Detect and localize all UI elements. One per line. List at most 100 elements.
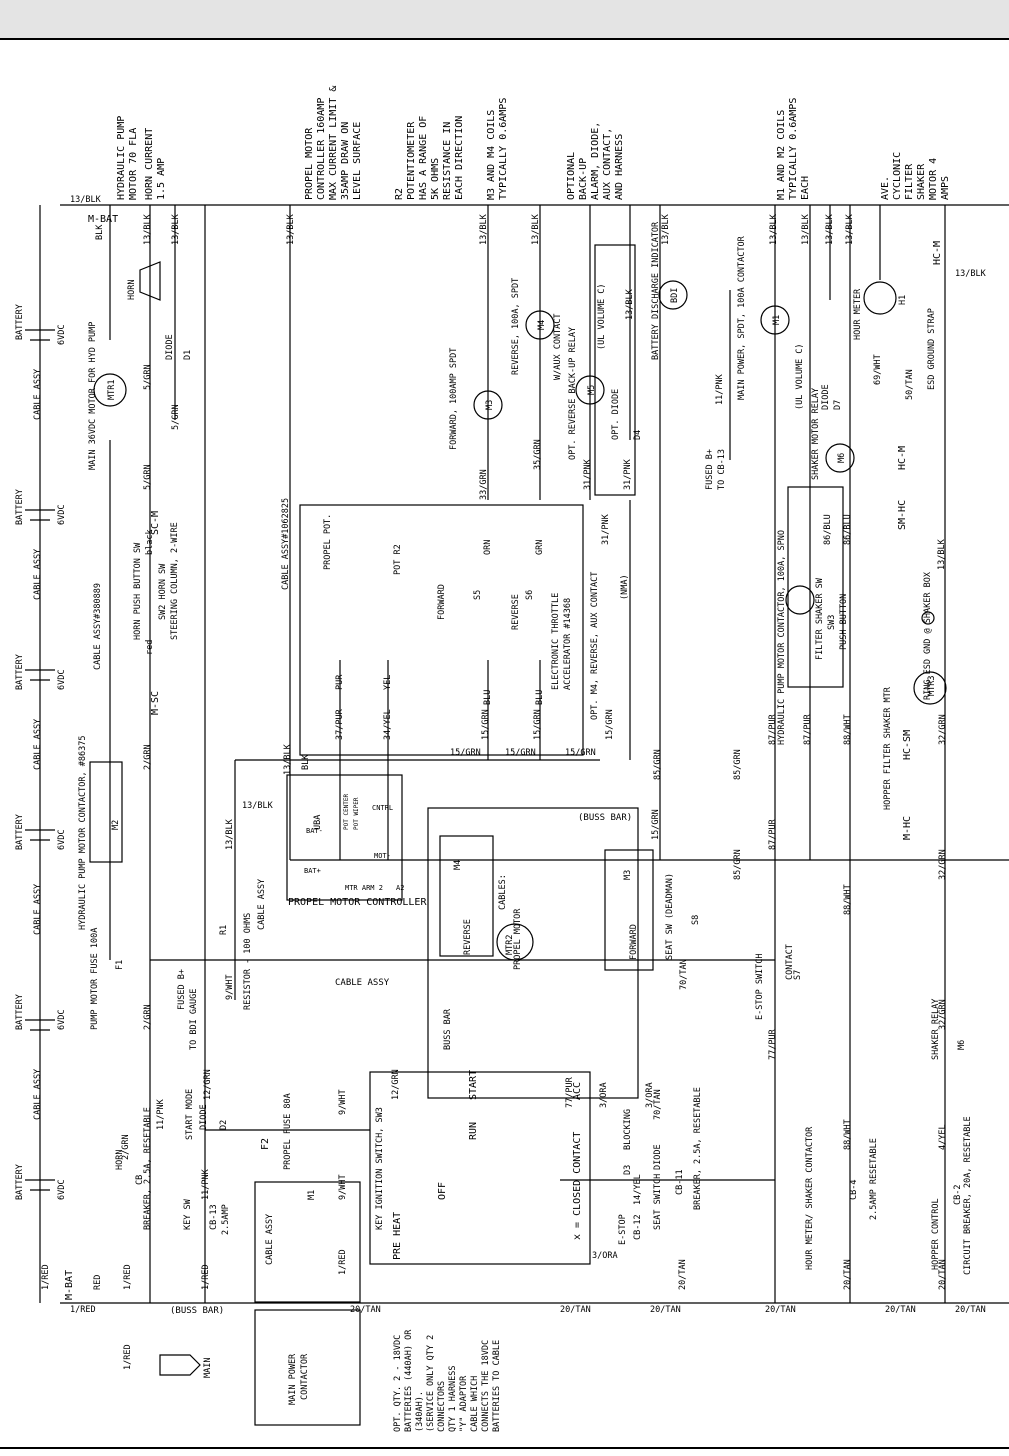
d2-label: D2 xyxy=(219,1120,229,1130)
wire-15grn-h2: 15/GRN xyxy=(505,748,536,758)
wire-11pnk-1: 11/PNK xyxy=(715,373,725,405)
breaker-cb11: BREAKER, 2.5A, RESETABLE xyxy=(693,1087,703,1210)
wire-13blk-smhc: 13/BLK xyxy=(937,538,947,570)
cntrl-label: CNTRL xyxy=(372,804,393,812)
note-r2-6: EACH DIRECTION xyxy=(454,116,465,200)
a2-label: A2 xyxy=(396,884,404,892)
reverse-box-label: REVERSE xyxy=(463,919,473,955)
wire-88wht-1: 88/WHT xyxy=(843,714,853,745)
wire-20tan-1: 20/TAN xyxy=(350,1305,381,1315)
wire-20tan-5: 20/TAN xyxy=(885,1305,916,1315)
hyd-contactor-label: HYDRAULIC PUMP MOTOR CONTACTOR, #86375 xyxy=(78,736,88,930)
msc-label: M-SC xyxy=(150,691,161,715)
seat-switch: SEAT SWITCH xyxy=(653,1174,663,1230)
note-optional-3: ALARM, DIODE, xyxy=(590,122,601,200)
horn-cb: HORN xyxy=(115,1150,125,1170)
ring-esd-label: RING ESD GND @ SHAKER BOX xyxy=(923,571,933,700)
wire-5grn-2: 5/GRN xyxy=(171,404,181,430)
hopper-ctrl: HOPPER CONTROL xyxy=(931,1198,941,1270)
wire-13blk-cable: 13/BLK xyxy=(286,213,296,245)
wire-14yel: 14/YEL xyxy=(633,1174,643,1205)
wire-31pnk-2: 31/PNK xyxy=(623,458,633,490)
to-cb13-label: TO CB-13 xyxy=(717,449,727,490)
cb-20a: CIRCUIT BREAKER, 20A, RESETABLE xyxy=(963,1116,973,1275)
opt-note-4: (SERVICE ONLY QTY 2 xyxy=(426,1335,436,1432)
wire-15grn-4: 15/GRN xyxy=(651,809,661,840)
push-button-label: PUSH BUTTON xyxy=(839,594,849,650)
hour-meter-label: HOUR METER xyxy=(853,288,863,340)
wire-12grn-1: 12/GRN xyxy=(203,1069,213,1100)
opt-rev-label: OPT. REVERSE BACK-UP RELAY xyxy=(568,327,578,460)
shaker-relay2: SHAKER RELAY xyxy=(931,999,941,1060)
buss-bottom: (BUSS BAR) xyxy=(170,1306,224,1316)
hopper-filter-label: HOPPER FILTER SHAKER MTR xyxy=(883,686,893,810)
hour-meter-h1-symbol xyxy=(863,281,897,315)
note-propel-ctrl-5: LEVEL SURFACE xyxy=(352,122,363,200)
note-horn-current-1: HORN CURRENT xyxy=(144,128,155,200)
wire-3ora-2: 3/ORA xyxy=(599,1082,609,1108)
wire-33grn: 33/GRN xyxy=(479,469,489,500)
wire-77pur-2: 77/PUR xyxy=(565,1076,575,1108)
opt-m4-label: OPT. M4, REVERSE, AUX CONTACT xyxy=(590,572,600,720)
pot-center: POT CENTER xyxy=(343,793,350,830)
bat-plus: BAT+ xyxy=(304,867,321,875)
hour-shaker: HOUR METER/ SHAKER CONTACTOR xyxy=(805,1126,815,1270)
esd-strap-label: ESD GROUND STRAP xyxy=(927,308,937,390)
sw3-label: SW3 xyxy=(827,615,837,630)
fwd-100a-label: FORWARD, 100AMP SPDT xyxy=(449,348,459,450)
note-cyclonic-5: MOTOR 4 xyxy=(928,158,939,200)
mtr3-label: MTR3 xyxy=(927,676,937,696)
forward-s5-label: FORWARD xyxy=(437,584,447,620)
wire-31pnk-1: 31/PNK xyxy=(583,458,593,490)
wire-4yel: 4/YEL xyxy=(938,1124,948,1150)
note-propel-ctrl-3: MAX CURRENT LIMIT & xyxy=(328,86,339,200)
battery-6vdc-4: 6VDC xyxy=(57,830,67,850)
f2-label: F2 xyxy=(260,1138,271,1150)
hyd-pump-contactor-label: HYDRAULIC PUMP MOTOR CONTACTOR, 100A, SP… xyxy=(777,530,787,745)
mtr1-label: MTR1 xyxy=(107,380,117,400)
blu-label-1: BLU xyxy=(483,690,493,705)
wire-1red-1: 1/RED xyxy=(41,1264,51,1290)
propel-pot-label: PROPEL POT. xyxy=(323,514,333,570)
wire-85grn-3: 85/GRN xyxy=(733,849,743,880)
wire-3ora-3: 3/ORA xyxy=(645,1082,655,1108)
note-horn-current-2: 1.5 AMP xyxy=(156,158,167,200)
wire-13blk-right: 13/BLK xyxy=(955,269,987,279)
wiring-schematic: HYDRAULIC PUMP MOTOR 70 FLA HORN CURRENT… xyxy=(15,86,1009,1432)
wire-88wht-3: 88/WHT xyxy=(843,1119,853,1150)
wire-red-label: RED xyxy=(93,1275,103,1290)
wire-13blk-m3: 13/BLK xyxy=(479,213,489,245)
wire-85grn-1: 85/GRN xyxy=(653,749,663,780)
note-optional-2: BACK-UP xyxy=(578,158,589,200)
propel-fuse: PROPEL FUSE 80A xyxy=(283,1093,293,1170)
opt-note-8: CABLE WHICH xyxy=(470,1376,480,1432)
wire-20tan-v2: 20/TAN xyxy=(843,1259,853,1290)
horn-symbol xyxy=(139,261,161,301)
main-pwr-spdt-label: MAIN POWER, SPDT, 100A CONTACTOR xyxy=(737,235,747,400)
wire-37pur: 37/PUR xyxy=(335,708,345,740)
wire-15grn-3: 15/GRN xyxy=(605,709,615,740)
battery-cells xyxy=(25,329,55,1191)
blocking: BLOCKING xyxy=(623,1109,633,1150)
cables-label: CABLES: xyxy=(498,874,508,910)
battery-6vdc-2: 6VDC xyxy=(57,505,67,525)
smhc-label: SM-HC xyxy=(897,500,908,530)
wire-13blk-hm: 13/BLK xyxy=(825,213,835,245)
pot-r2-label: POT R2 xyxy=(393,544,403,575)
wire-mbat-top: M-BAT xyxy=(88,214,118,225)
wire-3ora-1: 3/ORA xyxy=(592,1251,618,1261)
ring-esd-symbol xyxy=(921,611,935,625)
note-m1m2-1: M1 AND M2 COILS xyxy=(776,110,787,200)
note-propel-ctrl-2: CONTROLLER 160AMP xyxy=(316,98,327,200)
note-m3m4-1: M3 AND M4 COILS xyxy=(486,110,497,200)
wire-50tan-1: 50/TAN xyxy=(905,369,915,400)
relay-m5-symbol xyxy=(575,375,605,405)
wire-13blk-m4: 13/BLK xyxy=(531,213,541,245)
throttle-label: ELECTRONIC THROTTLE xyxy=(551,593,561,690)
main-motor-label: MAIN 36VDC MOTOR FOR HYD PUMP xyxy=(88,322,98,470)
breaker-25: BREAKER, 2.5A, RESETABLE xyxy=(143,1107,153,1230)
wire-13blk-top: 13/BLK xyxy=(70,195,102,205)
note-hyd-pump-1: HYDRAULIC PUMP xyxy=(116,116,127,200)
wire-77pur-1: 77/PUR xyxy=(768,1028,778,1060)
amp25r: 2.5AMP RESETABLE xyxy=(869,1138,879,1220)
